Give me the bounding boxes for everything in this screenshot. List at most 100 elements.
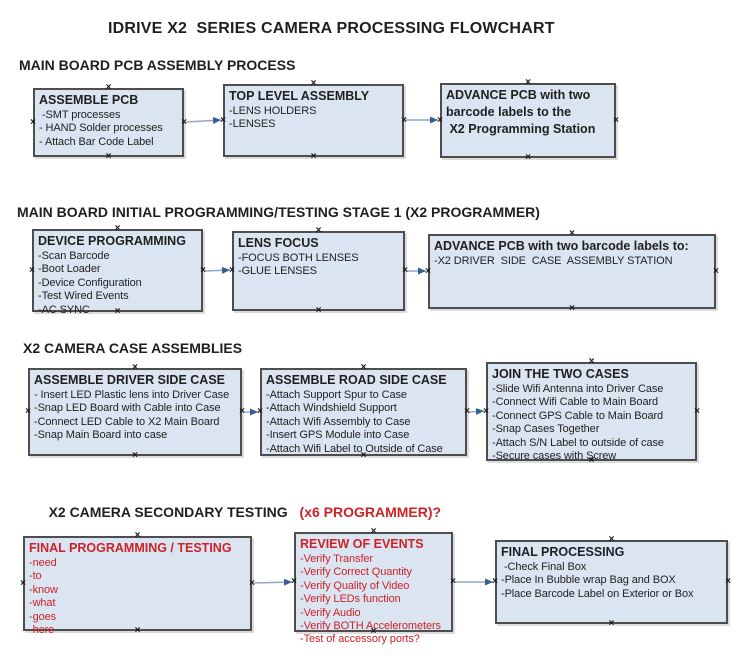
box-items: -LENS HOLDERS-LENSES	[229, 105, 402, 132]
box-item: -Verify BOTH Accelerometers	[300, 620, 441, 633]
flow-box-assemble-pcb: ASSEMBLE PCB -SMT processes- HAND Solder…	[33, 88, 184, 157]
box-item: -goes	[29, 610, 57, 623]
box-title: ASSEMBLE PCB	[39, 93, 139, 107]
box-item: -Verify LEDs function	[300, 593, 401, 606]
box-item: -what	[29, 597, 56, 610]
page-title: IDRIVE X2 SERIES CAMERA PROCESSING FLOWC…	[108, 20, 555, 37]
heading-black-part: X2 CAMERA SECONDARY TESTING	[48, 504, 292, 520]
connection-handle-icon	[525, 153, 531, 163]
box-item: -Verify Transfer	[300, 553, 373, 565]
connection-handle-icon	[291, 577, 297, 587]
box-item: -to	[29, 570, 42, 583]
flow-box-final-programming-testing: FINAL PROGRAMMING / TESTING -need-to-kno…	[20, 536, 252, 636]
box-item: - HAND Solder processes	[39, 122, 163, 135]
box-items: -FOCUS BOTH LENSES-GLUE LENSES	[238, 252, 403, 279]
connection-handle-icon	[311, 152, 317, 162]
box-items: -SMT processes- HAND Solder processes- A…	[39, 109, 182, 149]
box-items: -Attach Support Spur to Case-Attach Wind…	[266, 389, 465, 456]
box-item: -Secure cases with Screw	[492, 450, 617, 463]
box-title: ASSEMBLE DRIVER SIDE CASE	[34, 373, 226, 387]
connection-handle-icon	[30, 118, 36, 128]
flow-box-final-processing: FINAL PROCESSING -Check Final Box-Place …	[495, 540, 728, 624]
section-heading-case-assemblies: X2 CAMERA CASE ASSEMBLIES	[23, 340, 243, 356]
box-item: -Verify Quality of Video	[300, 579, 410, 592]
connection-handle-icon	[437, 116, 443, 126]
connection-handle-icon	[106, 152, 112, 162]
flow-box-assemble-road-side-case: ASSEMBLE ROAD SIDE CASE -Attach Support …	[260, 368, 467, 456]
box-item: - Insert LED Plastic lens into Driver Ca…	[34, 389, 230, 401]
box-item: -Scan Barcode	[38, 250, 110, 262]
box-item: -Attach S/N Label to outside of case	[492, 436, 664, 449]
connection-handle-icon	[220, 116, 226, 126]
box-items: -Check Final Box-Place In Bubble wrap Ba…	[501, 561, 726, 601]
box-item: -Boot Loader	[38, 263, 101, 276]
connection-handle-icon	[229, 266, 235, 276]
flow-box-join-the-two-cases: JOIN THE TWO CASES -Slide Wifi Antenna i…	[483, 362, 697, 463]
connection-handle-icon	[483, 407, 489, 417]
connection-handle-icon	[316, 306, 322, 316]
box-title: DEVICE PROGRAMMING	[38, 234, 186, 248]
box-item: -LENSES	[229, 118, 276, 131]
flow-box-advance-pcb-driver-side-station: ADVANCE PCB with two barcode labels to: …	[428, 234, 716, 309]
box-item: -Device Configuration	[38, 276, 142, 289]
box-title: ADVANCE PCB with two barcode labels to:	[434, 239, 689, 253]
flow-arrow	[185, 116, 222, 124]
heading-red-part: (x6 PROGRAMMER)?	[299, 504, 442, 520]
box-item: -need	[29, 557, 57, 569]
flow-box-assemble-driver-side-case: ASSEMBLE DRIVER SIDE CASE - Insert LED P…	[28, 368, 242, 456]
box-items: - Insert LED Plastic lens into Driver Ca…	[34, 389, 240, 443]
box-item: -Connect LED Cable to X2 Main Board	[34, 415, 220, 428]
box-item: -Slide Wifi Antenna into Driver Case	[492, 383, 664, 395]
connection-handle-icon	[609, 619, 615, 629]
box-item: -AC SYNC	[38, 303, 90, 316]
connection-handle-icon	[25, 407, 31, 417]
connection-handle-icon	[132, 451, 138, 461]
connection-handle-icon	[492, 577, 498, 587]
flow-box-review-of-events: REVIEW OF EVENTS -Verify Transfer-Verify…	[291, 532, 453, 645]
box-item: -FOCUS BOTH LENSES	[238, 252, 359, 264]
box-item: -Connect Wifi Cable to Main Board	[492, 396, 659, 409]
box-items: -Verify Transfer-Verify Correct Quantity…	[300, 553, 451, 647]
flow-box-advance-pcb-programming-station: ADVANCE PCB with two barcode labels to t…	[440, 83, 616, 158]
box-item: -Verify Correct Quantity	[300, 566, 412, 579]
box-item: -Attach Windshield Support	[266, 402, 397, 415]
box-item: -LENS HOLDERS	[229, 105, 317, 117]
box-title: FINAL PROCESSING	[501, 545, 625, 559]
connection-handle-icon	[20, 579, 26, 589]
flow-box-top-level-assembly: TOP LEVEL ASSEMBLY -LENS HOLDERS-LENSES	[223, 84, 404, 157]
connection-handle-icon	[425, 267, 431, 277]
box-item: -Place In Bubble wrap Bag and BOX	[501, 574, 676, 587]
box-item: -Attach Wifi Assembly to Case	[266, 415, 411, 428]
box-item: -Snap Main Board into case	[34, 429, 168, 442]
box-items: -need-to-know-what-goes-here	[29, 557, 250, 637]
box-title: REVIEW OF EVENTS	[300, 537, 424, 551]
section-heading-secondary-testing: X2 CAMERA SECONDARY TESTING (x6 PROGRAMM…	[33, 488, 442, 536]
box-item: - Attach Bar Code Label	[39, 135, 154, 148]
flow-arrow	[204, 266, 231, 274]
box-items: -X2 DRIVER SIDE CASE ASSEMBLY STATION	[434, 255, 714, 268]
flow-box-device-programming: DEVICE PROGRAMMING -Scan Barcode-Boot Lo…	[32, 229, 203, 316]
box-title: ASSEMBLE ROAD SIDE CASE	[266, 373, 447, 387]
box-item: -Place Barcode Label on Exterior or Box	[501, 587, 694, 600]
box-item: -Test Wired Events	[38, 290, 129, 303]
box-title: JOIN THE TWO CASES	[492, 367, 629, 381]
flow-arrow	[468, 408, 485, 416]
box-title: LENS FOCUS	[238, 236, 319, 250]
box-item: -Connect GPS Cable to Main Board	[492, 409, 664, 422]
box-item: -GLUE LENSES	[238, 265, 317, 278]
box-title: ADVANCE PCB with two barcode labels to t…	[446, 88, 596, 136]
section-heading-initial-programming: MAIN BOARD INITIAL PROGRAMMING/TESTING S…	[17, 204, 540, 220]
box-item: -Test of accessory ports?	[300, 633, 420, 646]
box-item: -SMT processes	[39, 109, 121, 121]
flow-arrow	[253, 578, 293, 586]
box-item: -X2 DRIVER SIDE CASE ASSEMBLY STATION	[434, 255, 673, 267]
box-items: -Scan Barcode-Boot Loader-Device Configu…	[38, 250, 201, 317]
box-items: -Slide Wifi Antenna into Driver Case-Con…	[492, 383, 695, 463]
connection-handle-icon	[569, 304, 575, 314]
box-item: -Snap LED Board with Cable into Case	[34, 402, 221, 415]
box-item: -Attach Support Spur to Case	[266, 389, 407, 401]
box-item: -Check Final Box	[501, 561, 587, 573]
box-item: -Attach Wifi Label to Outside of Case	[266, 442, 443, 455]
box-item: -Snap Cases Together	[492, 423, 600, 436]
